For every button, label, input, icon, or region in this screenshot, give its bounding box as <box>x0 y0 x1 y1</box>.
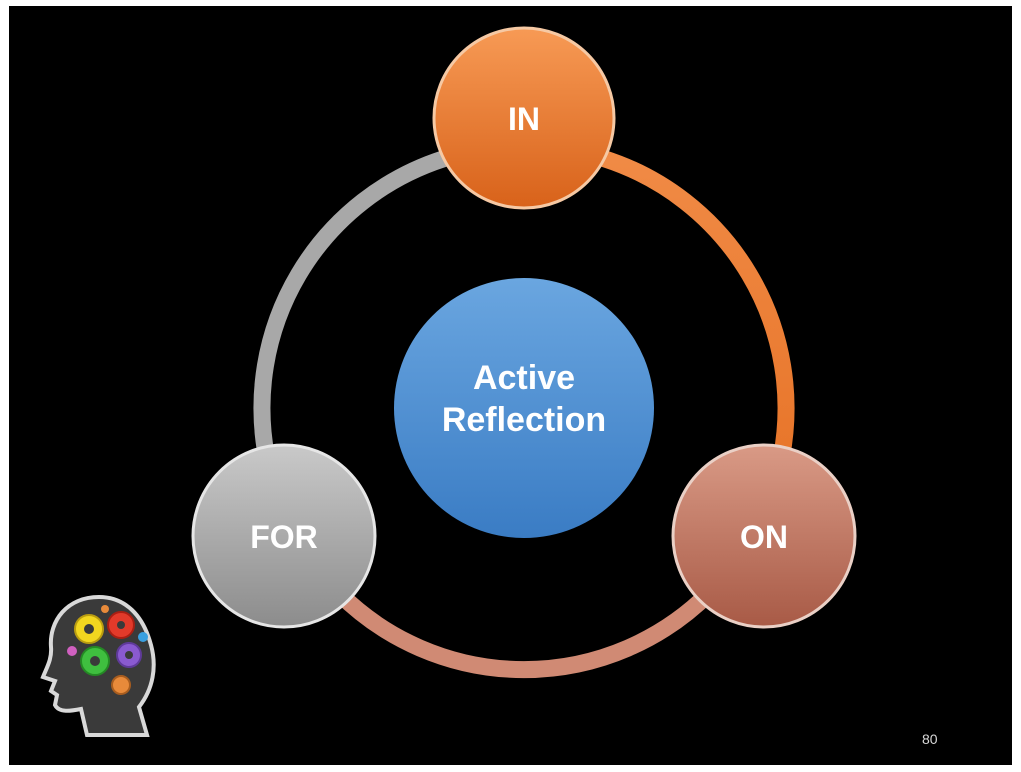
node-for-label: FOR <box>250 519 318 555</box>
node-for: FOR <box>191 443 377 629</box>
reflection-cycle-diagram: IN ON FOR Active Reflection <box>191 26 857 678</box>
arc-in-to-on <box>596 150 795 466</box>
node-in: IN <box>432 26 616 210</box>
arc-for-to-in <box>253 150 452 466</box>
slide: IN ON FOR Active Reflection <box>9 6 1012 765</box>
arc-on-to-for <box>330 584 718 678</box>
head-with-gears-icon <box>40 594 156 737</box>
center-line-2: Reflection <box>442 401 606 439</box>
node-on-label: ON <box>740 519 788 555</box>
node-on: ON <box>671 443 857 629</box>
center-line-1: Active <box>473 359 575 397</box>
node-in-label: IN <box>508 101 540 137</box>
page-number: 80 <box>922 731 938 747</box>
center-circle: Active Reflection <box>394 278 654 538</box>
